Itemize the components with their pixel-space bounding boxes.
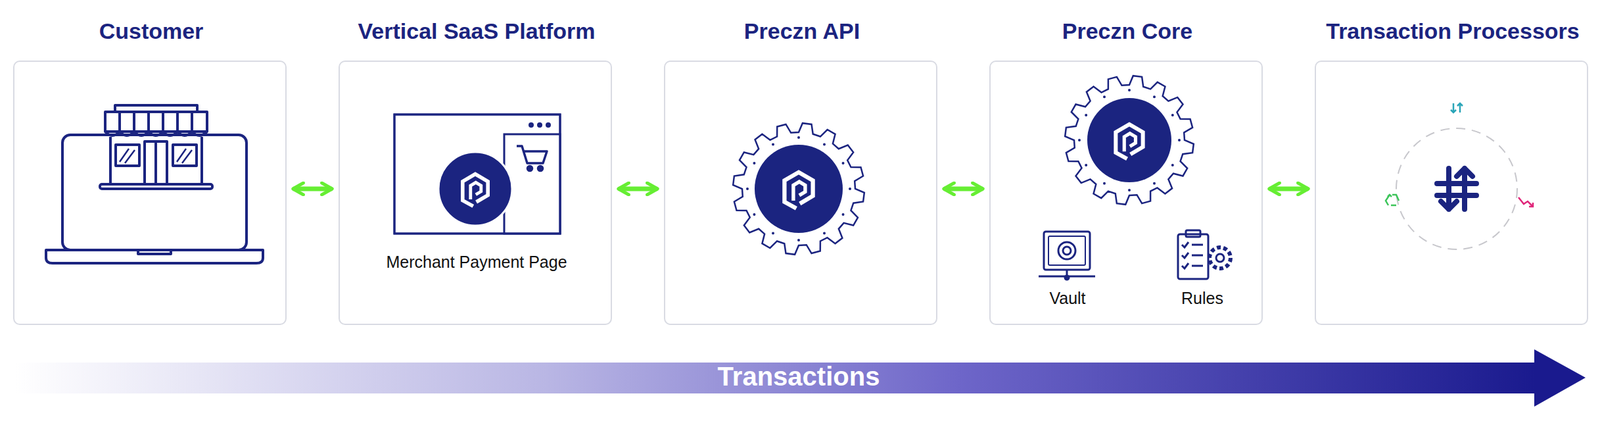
column-heading: Preczn Core	[1062, 18, 1193, 45]
double-arrow-connector	[619, 186, 657, 192]
icon-caption: Rules	[1181, 288, 1224, 308]
double-arrow-connector	[1270, 186, 1307, 192]
band-label: Transactions	[717, 361, 881, 392]
core-box: Preczn CoreVaultRules	[989, 60, 1263, 325]
column-heading: Customer	[99, 18, 204, 45]
api-box: Preczn API	[663, 60, 938, 325]
processors-box: Transaction Processors	[1314, 60, 1589, 325]
double-arrow-connector	[294, 186, 331, 192]
core-gear-icon	[1064, 75, 1194, 205]
laptop-storefront-icon	[46, 105, 263, 263]
vault-icon	[1038, 231, 1096, 280]
browser-window-icon	[394, 114, 561, 234]
transactions-band: Transactions	[14, 362, 1536, 394]
column-heading: Transaction Processors	[1325, 18, 1580, 45]
processor-exchange-icon	[1385, 103, 1533, 250]
column-heading: Vertical SaaS Platform	[358, 18, 596, 45]
rules-icon	[1177, 230, 1231, 279]
double-arrow-connector	[945, 186, 982, 192]
column-heading: Preczn API	[744, 18, 860, 45]
transactions-arrowhead	[1534, 349, 1586, 407]
api-gear-icon	[732, 122, 865, 255]
icon-caption: Vault	[1049, 288, 1086, 308]
saas-platform-box: Vertical SaaS PlatformMerchant Payment P…	[338, 60, 612, 325]
customer-box: Customer	[13, 60, 287, 325]
icon-caption: Merchant Payment Page	[385, 252, 567, 272]
